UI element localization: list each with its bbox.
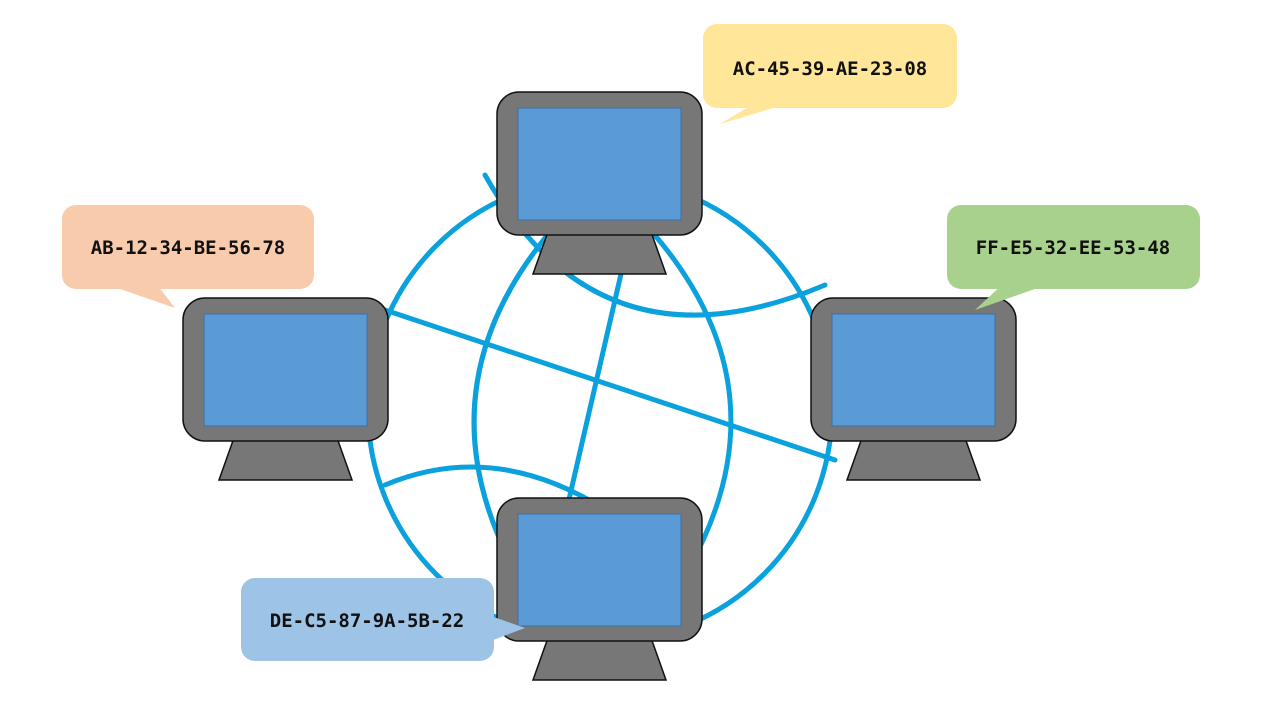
mac-address-label: FF-E5-32-EE-53-48	[976, 237, 1170, 259]
mac-address-label: AB-12-34-BE-56-78	[91, 237, 285, 259]
mac-address-label: DE-C5-87-9A-5B-22	[270, 610, 464, 632]
callout-bubble	[62, 205, 314, 289]
callout-top: AC-45-39-AE-23-08	[703, 24, 957, 124]
computers-layer	[182, 91, 1017, 681]
callout-pointer	[100, 282, 175, 308]
callout-pointer	[720, 100, 800, 124]
computer-top	[496, 91, 703, 275]
monitor-screen	[517, 513, 682, 627]
callouts-layer: AC-45-39-AE-23-08 AB-12-34-BE-56-78 FF-E…	[62, 24, 1200, 661]
callout-left: AB-12-34-BE-56-78	[62, 205, 314, 308]
callout-bottom: DE-C5-87-9A-5B-22	[241, 578, 525, 661]
monitor-screen	[831, 313, 996, 427]
callout-bubble	[241, 578, 494, 661]
computer-left	[182, 297, 389, 481]
monitor-screen	[517, 107, 682, 221]
mac-address-label: AC-45-39-AE-23-08	[733, 58, 927, 80]
callout-pointer	[975, 282, 1055, 310]
monitor-screen	[203, 313, 368, 427]
callout-bubble	[703, 24, 957, 108]
callout-right: FF-E5-32-EE-53-48	[947, 205, 1200, 310]
callout-bubble	[947, 205, 1200, 289]
computer-right	[810, 297, 1017, 481]
globe-diagonal-link	[382, 307, 838, 463]
callout-pointer	[488, 615, 525, 642]
computer-bottom	[496, 497, 703, 681]
